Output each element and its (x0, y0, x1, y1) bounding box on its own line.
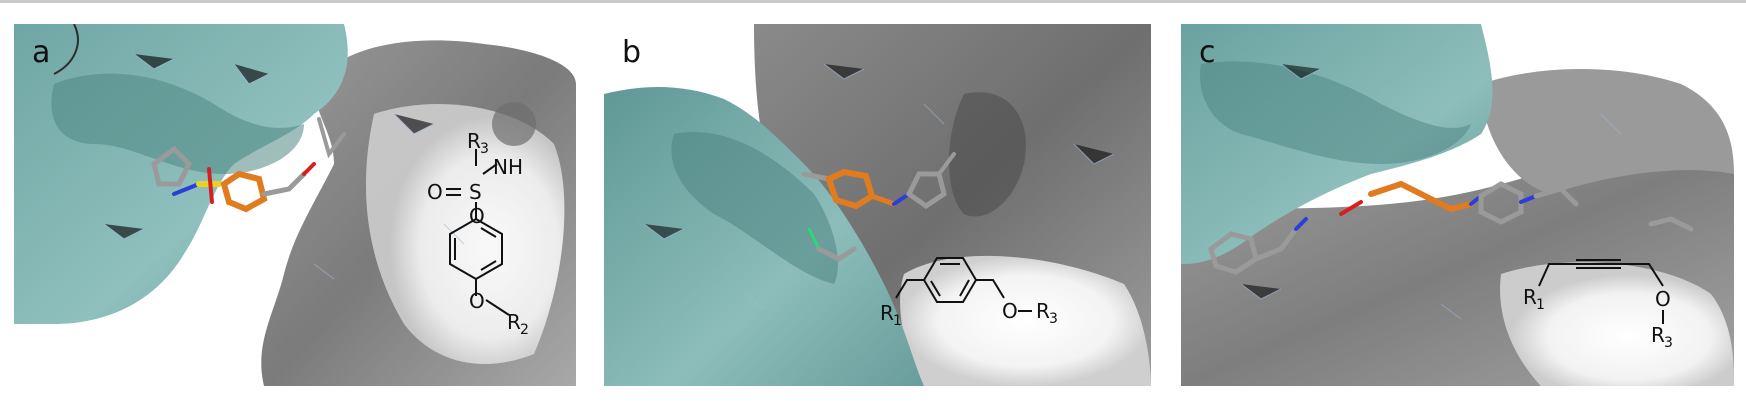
label-r3: R (1651, 323, 1665, 347)
label-r2: R (507, 310, 521, 334)
label-o-right: O (469, 204, 485, 228)
panel-c-render: R 1 O R 3 (1181, 24, 1734, 386)
label-nh: NH (493, 155, 523, 179)
teal-fold (1200, 61, 1471, 164)
panel-a: R 3 NH O S O O R 2 a (14, 24, 576, 386)
grey-cavity (492, 102, 536, 146)
panel-b-render: R 1 O R 3 (604, 24, 1151, 386)
label-o-left: O (427, 180, 443, 204)
label-r1: R (880, 301, 894, 325)
structure-a (446, 149, 510, 316)
label-r3-sub: 3 (1049, 311, 1058, 327)
label-r3-sub: 3 (480, 141, 489, 157)
grey-pocket (365, 104, 565, 364)
ligand-sticks (151, 117, 346, 213)
panel-a-render: R 3 NH O S O O R 2 (14, 24, 576, 386)
teal-fold (51, 73, 305, 174)
residue-wires (103, 53, 465, 280)
ligand-sticks (801, 152, 956, 262)
white-region (900, 255, 1151, 386)
panel-letter-b: b (622, 35, 642, 70)
panel-letter-a: a (32, 35, 51, 70)
label-r1-sub: 1 (1536, 297, 1545, 313)
label-r3: R (1036, 299, 1050, 323)
label-o-para: O (469, 289, 485, 313)
teal-fold (671, 132, 838, 284)
label-r3-sub: 3 (1664, 335, 1673, 351)
structure-c (1538, 259, 1664, 324)
top-rule (0, 0, 1746, 3)
label-r1: R (1523, 285, 1537, 309)
panel-c: R 1 O R 3 c (1181, 24, 1734, 386)
residue-wires (643, 63, 1115, 310)
label-s: S (469, 180, 482, 204)
label-r3: R (467, 129, 481, 153)
grey-upper-surface (1481, 69, 1734, 194)
grey-pocket (949, 92, 1026, 217)
residue-wires (1240, 63, 1622, 320)
structure-b (895, 257, 1032, 312)
white-region (1500, 262, 1734, 386)
panel-letter-c: c (1199, 35, 1216, 70)
ligand-sticks (1208, 180, 1694, 275)
label-o: O (1002, 299, 1018, 323)
label-r1-sub: 1 (893, 313, 902, 329)
panel-b: R 1 O R 3 b (604, 24, 1151, 386)
label-r2-sub: 2 (520, 322, 529, 338)
label-o: O (1655, 287, 1671, 311)
